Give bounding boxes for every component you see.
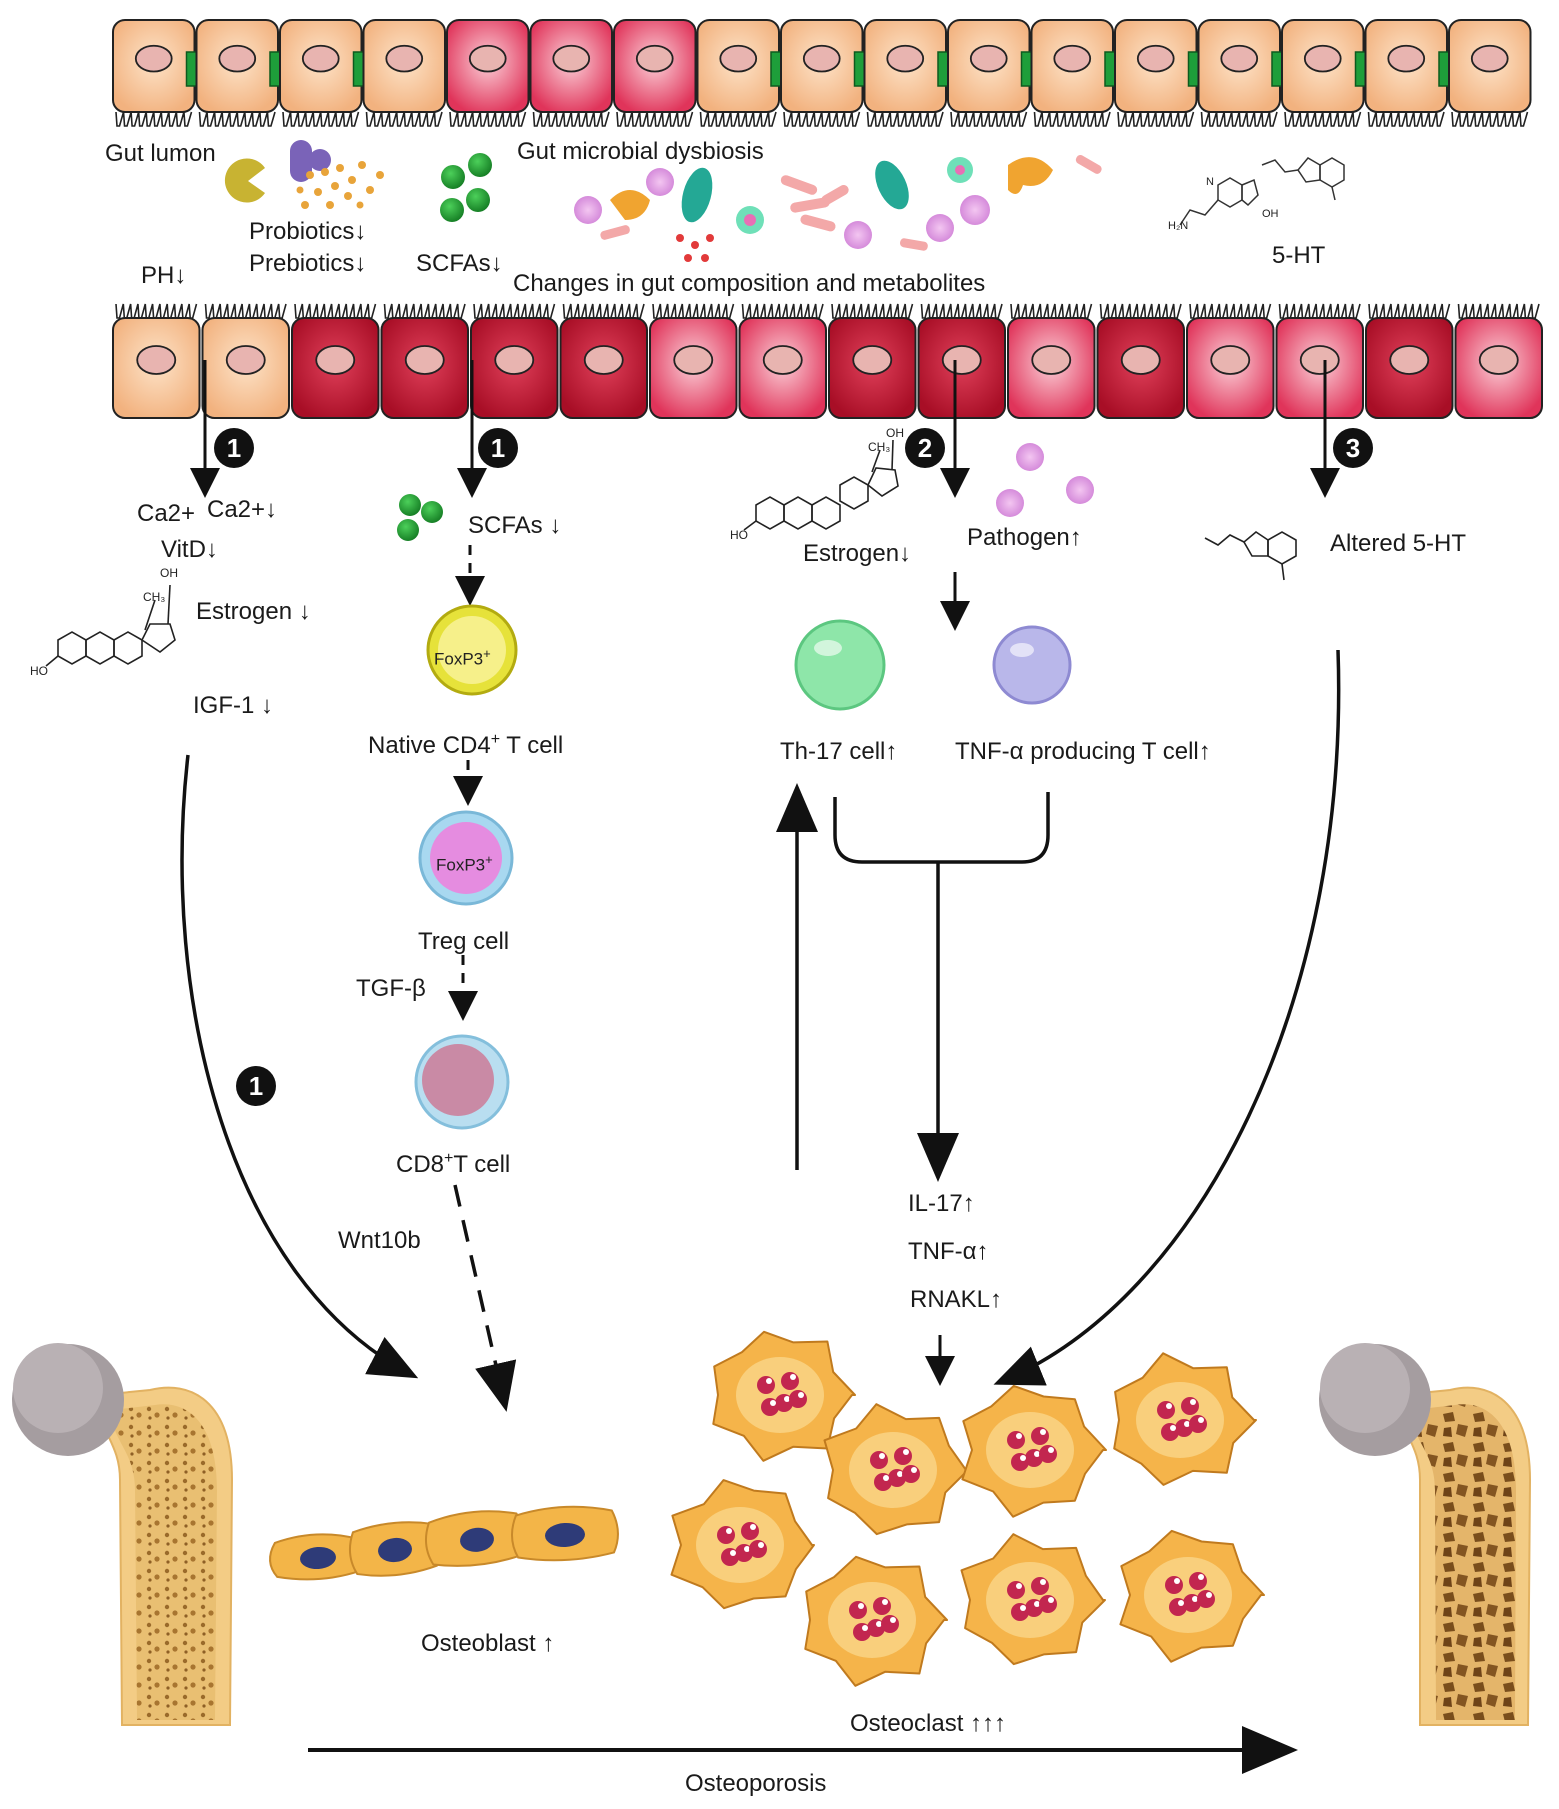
pathogen-label: Pathogen↑	[967, 524, 1082, 551]
pathway-badge-1c: 1	[236, 1066, 276, 1106]
serotonin-top-label: 5-HT	[1272, 242, 1326, 269]
osteoporosis-label: Osteoporosis	[685, 1770, 827, 1797]
wnt10b-label: Wnt10b	[338, 1227, 421, 1254]
atom-label: CH₃	[143, 590, 166, 604]
native-cd4-label: Native CD4+ T cell	[368, 731, 564, 759]
tnfa-label: TNF-α↑	[908, 1238, 989, 1265]
probiotic-icon	[224, 158, 265, 203]
bottom-epithelium-row	[112, 303, 1543, 419]
tnf-producing-t-cell	[992, 625, 1072, 705]
estrogen-mid-label: Estrogen↓	[803, 540, 912, 567]
scfa-molecules	[440, 153, 492, 222]
pathway-arrows	[180, 360, 1341, 1774]
atom-label: H₂N	[1168, 220, 1189, 232]
th17-cell	[794, 619, 886, 711]
pathogen-icon	[996, 443, 1094, 517]
osteoblast-cells	[269, 1505, 619, 1581]
il17-label: IL-17↑	[908, 1190, 975, 1217]
serotonin-molecule-icon	[1179, 157, 1345, 226]
scfa-molecules-mid	[397, 494, 443, 541]
atom-label: OH	[1262, 208, 1279, 220]
pathway-badge-3: 3	[1333, 428, 1373, 468]
native-cd4-cell	[426, 604, 518, 696]
probiotic-icon	[290, 140, 312, 182]
pathway-badge-1a: 1	[214, 428, 254, 468]
foxp3-native-label: FoxP3+	[434, 646, 491, 669]
pathway-badge-2: 2	[905, 428, 945, 468]
altered-serotonin-label: Altered 5-HT	[1330, 530, 1467, 557]
changes-label: Changes in gut composition and metabolit…	[513, 270, 986, 297]
probiotics-label: Probiotics↓	[249, 218, 367, 245]
top-epithelium-row	[112, 19, 1532, 127]
healthy-femur-bone	[12, 1343, 234, 1726]
serotonin-molecule-icon-right	[1204, 531, 1297, 581]
foxp3-treg-label: FoxP3+	[436, 852, 493, 875]
treg-cell	[418, 810, 514, 906]
vitd-label: VitD↓	[161, 536, 218, 563]
igf1-label: IGF-1 ↓	[193, 692, 274, 719]
osteoclast-label: Osteoclast ↑↑↑	[850, 1710, 1007, 1737]
th17-label: Th-17 cell↑	[780, 738, 898, 765]
scfas-mid-label: SCFAs ↓	[468, 512, 562, 539]
cd8-label: CD8+T cell	[396, 1150, 511, 1178]
atom-label: HO	[30, 664, 48, 678]
treg-label: Treg cell	[418, 928, 510, 955]
microbes-cluster	[224, 140, 1345, 262]
ph-label: PH↓	[141, 262, 187, 289]
atom-label: CH₃	[868, 440, 891, 454]
dysbiosis-label: Gut microbial dysbiosis	[517, 138, 764, 165]
estrogen-molecule-icon-mid	[743, 439, 899, 531]
estrogen-left-label: Estrogen ↓	[196, 598, 311, 625]
prebiotics-label: Prebiotics↓	[249, 250, 367, 277]
tnf-cell-label: TNF-α producing T cell↑	[955, 738, 1211, 765]
cd8-cell	[414, 1034, 510, 1130]
scfas-top-label: SCFAs↓	[416, 250, 503, 277]
estrogen-molecule-icon-left	[45, 584, 176, 667]
dysbiosis-microbes	[574, 155, 1102, 262]
tgfb-label: TGF-β	[356, 975, 426, 1002]
gut-lumen-label: Gut lumon	[105, 140, 216, 167]
calcium-decrease-label: Ca2+↓	[207, 496, 278, 523]
atom-label: OH	[886, 426, 904, 440]
rnakl-label: RNAKL↑	[910, 1286, 1003, 1313]
atom-label: HO	[730, 528, 748, 542]
pathway-badge-1b: 1	[478, 428, 518, 468]
calcium-label: Ca2+	[137, 500, 196, 527]
osteoblast-label: Osteoblast ↑	[421, 1630, 555, 1657]
atom-label: N	[1206, 176, 1214, 188]
osteoporotic-femur-bone	[1319, 1343, 1532, 1726]
atom-label: OH	[160, 566, 178, 580]
osteoclast-cells	[670, 1330, 1265, 1687]
